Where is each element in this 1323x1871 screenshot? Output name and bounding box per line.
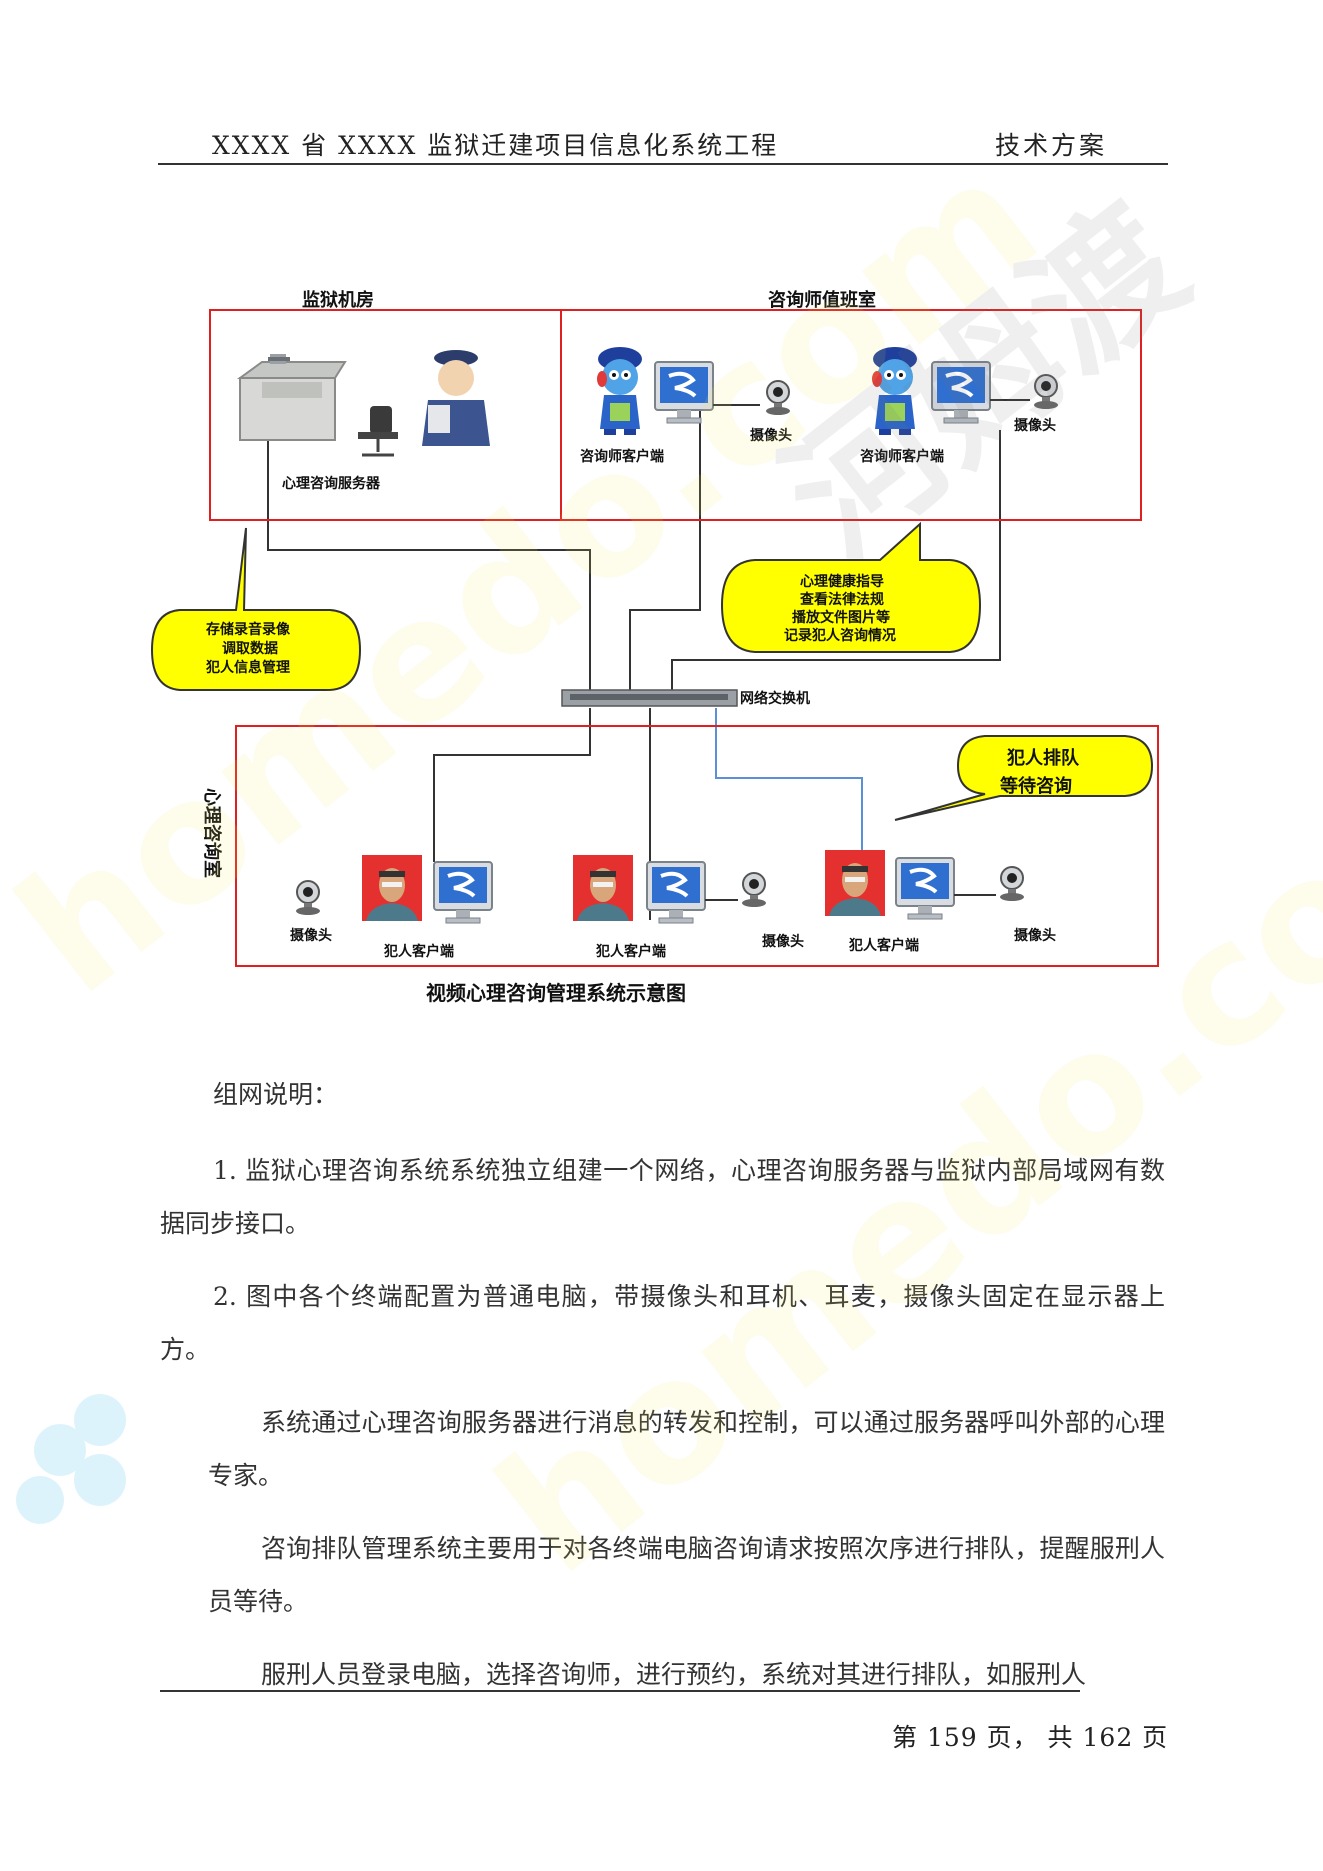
counselor-avatar-2-icon: [872, 347, 917, 435]
callout-guidance-line-2: 查看法律法规: [800, 591, 884, 608]
diagram-caption: 视频心理咨询管理系统示意图: [426, 981, 686, 1005]
inmate-monitor-3-icon: [894, 856, 956, 921]
server-console-icon: [236, 354, 347, 441]
paragraph-2: 2. 图中各个终端配置为普通电脑，带摄像头和耳机、耳麦，摄像头固定在显示器上方。: [160, 1282, 1165, 1364]
heading-network-notes: 组网说明：: [213, 1080, 339, 1109]
guard-icon: [422, 350, 490, 446]
network-diagram: 监狱机房 咨询师值班室 心理咨询室 心理咨询服务器 咨询师客户端 摄像头 咨询师…: [150, 289, 1159, 1005]
office-chair-icon: [358, 406, 398, 457]
callout-queue: 犯人排队 等待咨询: [894, 735, 1154, 821]
label-counselor-client-2: 咨询师客户端: [860, 448, 944, 465]
network-switch-icon: [561, 689, 738, 707]
label-server-room: 监狱机房: [302, 289, 374, 311]
zone-counselor-room: [560, 309, 1142, 521]
inmate-monitor-2-icon: [645, 860, 707, 925]
label-inmate-client-1: 犯人客户端: [383, 943, 454, 960]
label-counselor-room: 咨询师值班室: [768, 289, 876, 311]
label-camera-2: 摄像头: [1014, 417, 1056, 434]
label-switch: 网络交换机: [740, 690, 810, 707]
counselor-avatar-1-icon: [597, 347, 642, 435]
zone-consult-room: [235, 725, 1159, 967]
paragraph-5: 服刑人员登录电脑，选择咨询师，进行预约，系统对其进行排队，如服刑人: [261, 1660, 1087, 1689]
footer-divider: [160, 1690, 1080, 1692]
counselor-monitor-1-icon: [653, 360, 715, 425]
header-title: XXXX 省 XXXX 监狱迁建项目信息化系统工程: [212, 131, 779, 160]
header-divider: [158, 163, 1168, 165]
label-camera-4: 摄像头: [762, 933, 804, 950]
label-camera-5: 摄像头: [1014, 927, 1056, 944]
callout-guidance-line-1: 心理健康指导: [800, 573, 884, 590]
label-inmate-client-2: 犯人客户端: [595, 943, 666, 960]
paragraph-1: 1. 监狱心理咨询系统系统独立组建一个网络，心理咨询服务器与监狱内部局域网有数据…: [160, 1156, 1165, 1238]
watermark-flower-icon: [16, 1394, 126, 1524]
counselor-monitor-2-icon: [930, 360, 992, 425]
callout-storage-line-3: 犯人信息管理: [205, 659, 290, 676]
inmate-photo-2-icon: [573, 855, 633, 921]
header-section: 技术方案: [995, 131, 1108, 160]
callout-guidance: 心理健康指导 查看法律法规 播放文件图片等 记录犯人咨询情况: [720, 521, 982, 653]
callout-guidance-line-3: 播放文件图片等: [792, 609, 890, 626]
label-camera-1: 摄像头: [750, 427, 792, 444]
paragraph-3: 系统通过心理咨询服务器进行消息的转发和控制，可以通过服务器呼叫外部的心理专家。: [208, 1408, 1165, 1490]
callout-storage: 存储录音录像 调取数据 犯人信息管理: [150, 527, 362, 691]
callout-queue-line-1: 犯人排队: [1006, 747, 1080, 769]
paragraph-4: 咨询排队管理系统主要用于对各终端电脑咨询请求按照次序进行排队，提醒服刑人员等待。: [208, 1534, 1165, 1616]
callout-guidance-line-4: 记录犯人咨询情况: [784, 627, 896, 644]
inmate-monitor-1-icon: [432, 860, 494, 925]
page-number: 第 159 页， 共 162 页: [892, 1723, 1169, 1752]
callout-storage-line-2: 调取数据: [222, 640, 278, 657]
camera-1-icon: [765, 380, 791, 416]
label-counselor-client-1: 咨询师客户端: [580, 448, 664, 465]
inmate-photo-1-icon: [362, 855, 422, 921]
camera-2-icon: [1033, 374, 1059, 410]
network-line-blue: [715, 708, 863, 860]
label-server: 心理咨询服务器: [282, 475, 381, 492]
label-camera-3: 摄像头: [290, 927, 332, 944]
camera-3-icon: [295, 880, 321, 916]
camera-4-icon: [741, 872, 767, 908]
label-consult-room: 心理咨询室: [201, 788, 223, 878]
label-inmate-client-3: 犯人客户端: [848, 937, 919, 954]
camera-5-icon: [999, 866, 1025, 902]
callout-storage-line-1: 存储录音录像: [206, 621, 291, 638]
inmate-photo-3-icon: [825, 850, 885, 916]
callout-queue-line-2: 等待咨询: [1000, 775, 1072, 797]
